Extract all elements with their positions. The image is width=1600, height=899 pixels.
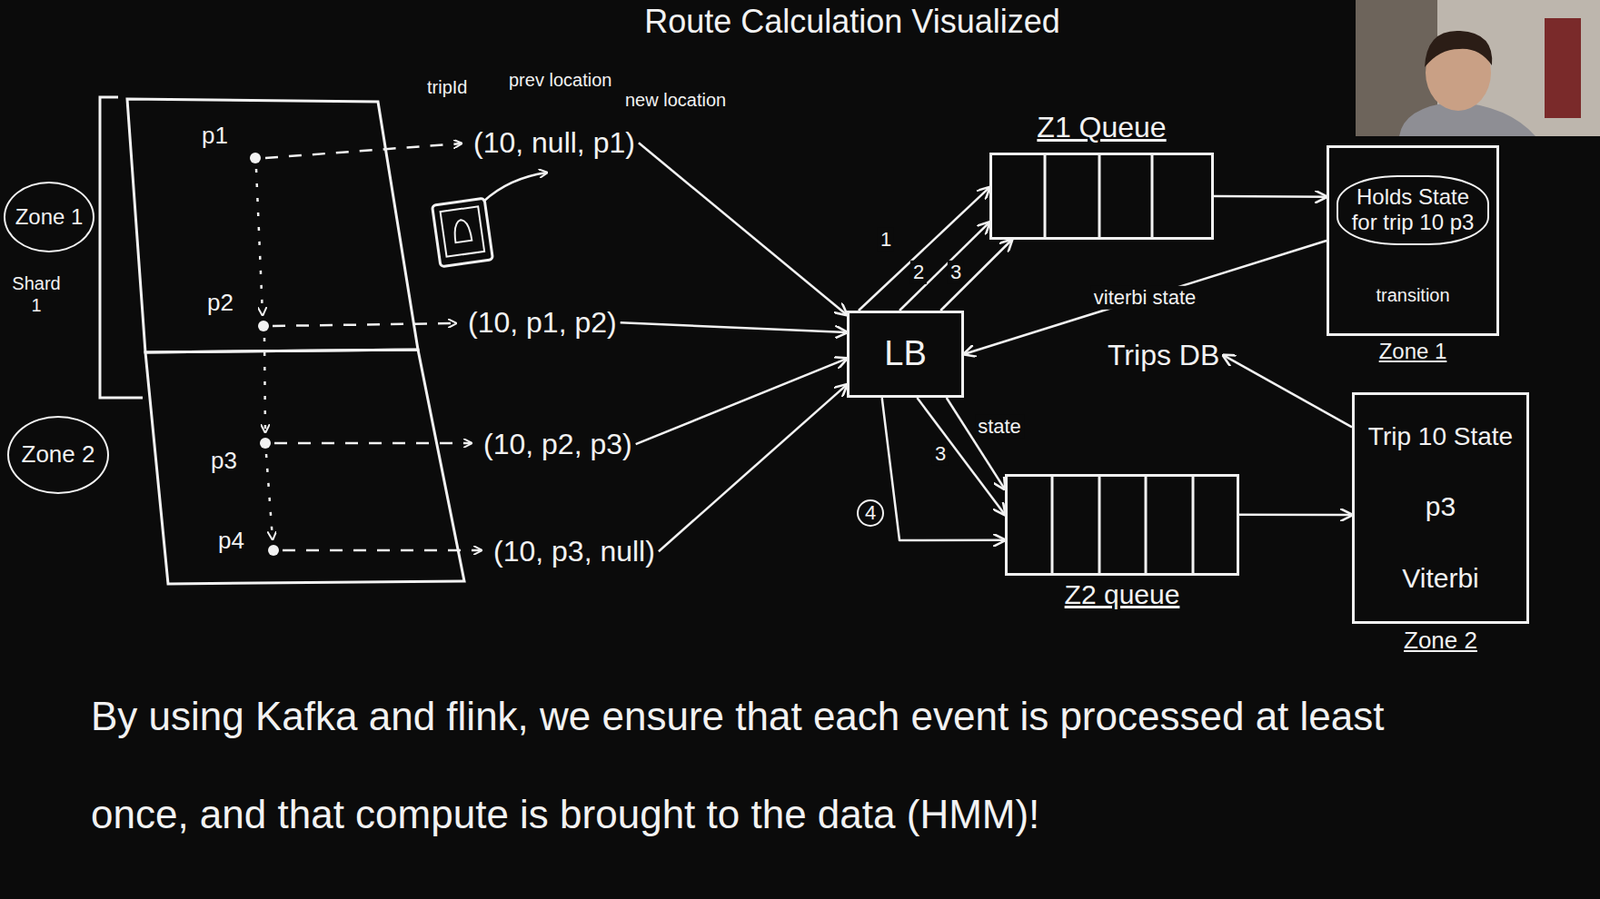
node-text: LB [884, 333, 926, 376]
event-tuple: (10, p3, null) [489, 532, 659, 571]
event-tuple: (10, p1, p2) [464, 303, 621, 342]
node-text: transition [1375, 284, 1450, 307]
label: p1 [201, 121, 229, 150]
connector-arrow [636, 358, 847, 445]
processor-box: Holds State for trip 10 p3transitionZone… [1326, 145, 1500, 337]
phone-symbol [452, 218, 472, 243]
edge-label: state [974, 415, 1024, 439]
path-dotted [266, 454, 273, 540]
path-dotted [256, 168, 263, 316]
event-leader [272, 323, 457, 327]
label: new location [625, 89, 726, 111]
connector-arrow [940, 239, 1013, 311]
node-text: Zone 2 [21, 440, 96, 469]
queue-cell [1043, 152, 1047, 240]
connector-arrow [963, 240, 1327, 355]
zone-region [127, 99, 418, 353]
queue-cell [1098, 152, 1102, 240]
processor-box: Trip 10 Statep3ViterbiZone 2 [1351, 392, 1530, 625]
connector-arrow [620, 322, 847, 333]
event-tuple: (10, p2, p3) [479, 425, 637, 464]
node-heading: Zone 2 [1354, 626, 1527, 656]
edge-label: 4 [856, 499, 885, 527]
location-dot [258, 320, 269, 332]
title: Route Calculation Visualized [644, 1, 1061, 41]
queue-cell [1144, 474, 1148, 577]
location-dot [268, 545, 279, 557]
event-leader [265, 143, 462, 159]
zone-circle: Zone 2 [7, 416, 110, 495]
node-text: (10, null, p1) [473, 125, 636, 160]
queue-cell [1151, 152, 1154, 240]
queue-cell [1051, 474, 1054, 577]
connector-arrow [858, 187, 990, 311]
label: tripId [427, 76, 468, 99]
connector-arrow [1222, 355, 1352, 428]
connector-arrow [638, 142, 847, 316]
event-leader [274, 442, 472, 446]
phone-screen [440, 206, 486, 257]
label: p4 [218, 526, 245, 556]
connector-arrow [1213, 195, 1327, 199]
load-balancer: LB [846, 310, 964, 398]
edge-label: 3 [932, 442, 949, 467]
zone-circle: Zone 1 [3, 181, 95, 253]
edge-label: 3 [947, 260, 964, 285]
node-text: p3 [1425, 490, 1456, 524]
zone-region [145, 349, 465, 585]
connector-arrow [1239, 514, 1352, 517]
node-text: (10, p3, null) [493, 534, 656, 569]
shard-bracket [99, 97, 143, 398]
caption: By using Kafka and flink, we ensure that… [90, 667, 1491, 865]
node-heading: Zone 1 [1329, 338, 1497, 366]
webcam-hair [1424, 30, 1492, 68]
queue-box: Z2 queue [1004, 474, 1240, 577]
node-heading: Z2 queue [1007, 578, 1237, 612]
webcam-frame [1355, 0, 1600, 137]
edge-label: viterbi state [1091, 286, 1200, 310]
queue-box: Z1 Queue [989, 152, 1214, 240]
label: prev location [508, 69, 612, 91]
node-text: Trip 10 State [1368, 421, 1513, 453]
node-heading: Z1 Queue [992, 109, 1212, 145]
node-text: Viterbi [1401, 562, 1480, 596]
location-dot [249, 152, 261, 164]
database-label: Trips DB [1103, 336, 1223, 375]
node-text: (10, p2, p3) [483, 427, 633, 462]
queue-cell [1192, 474, 1195, 577]
webcam-object [1544, 18, 1581, 119]
connector-arrow [658, 385, 847, 553]
location-dot [259, 437, 271, 449]
node-text: (10, p1, p2) [467, 305, 617, 340]
event-tuple: (10, null, p1) [469, 123, 639, 162]
phone-arrow [483, 172, 547, 202]
node-text: Holds State for trip 10 p3 [1336, 175, 1490, 247]
node-text: Zone 1 [15, 204, 84, 231]
queue-cell [1098, 474, 1102, 577]
label: p3 [210, 447, 238, 476]
edge-label: 2 [910, 260, 927, 285]
label: Shard 1 [9, 272, 64, 317]
edge-label: 1 [877, 228, 895, 252]
connector-arrow [899, 222, 990, 311]
event-leader [282, 549, 482, 553]
phone-icon [432, 198, 494, 267]
label: p2 [207, 288, 234, 318]
path-dotted [264, 337, 266, 433]
node-text: Trips DB [1107, 337, 1220, 373]
